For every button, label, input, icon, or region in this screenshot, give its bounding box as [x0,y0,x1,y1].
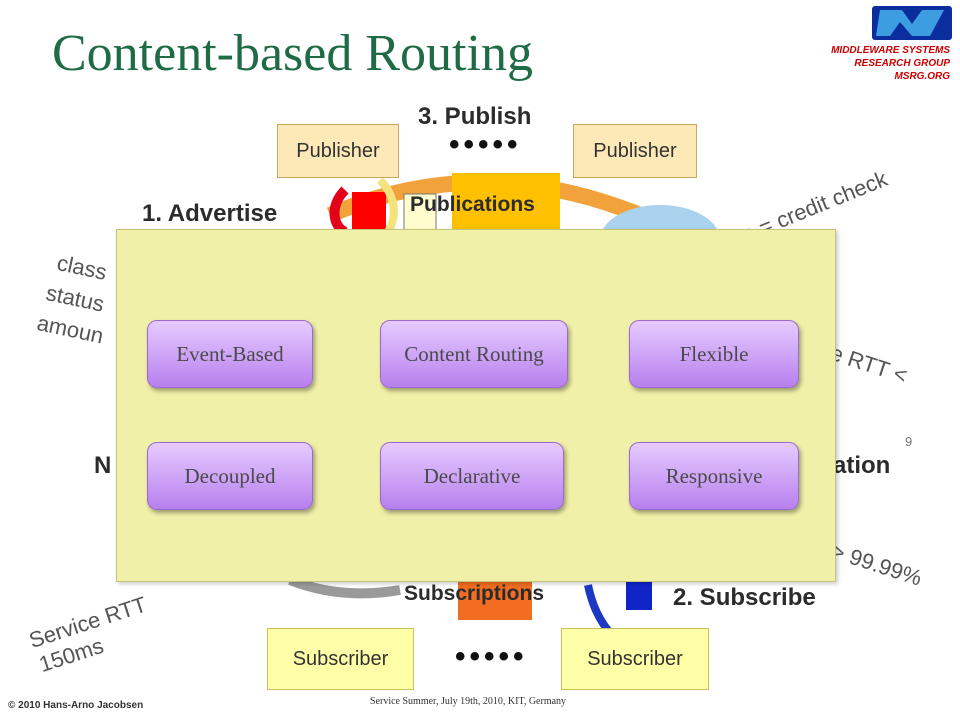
feature-responsive: Responsive [629,442,799,510]
msrg-logo-shape [876,10,944,36]
partial-text-ation: ation [833,452,891,479]
publisher-box-left: Publisher [277,124,399,178]
footer-event: Service Summer, July 19th, 2010, KIT, Ge… [370,696,567,707]
subscriber-dots: ••••• [455,640,528,673]
logo-line-2: RESEARCH GROUP [854,58,950,69]
feature-declarative: Declarative [380,442,564,510]
subscriber-box-left: Subscriber [267,628,414,690]
feature-flexible: Flexible [629,320,799,388]
publications-block [452,173,560,231]
feature-content-routing: Content Routing [380,320,568,388]
advertise-block-yellow [403,193,437,233]
msrg-logo: MIDDLEWARE SYSTEMS RESEARCH GROUP MSRG.O… [831,44,950,83]
publisher-box-right: Publisher [573,124,697,178]
partial-text-n: N [94,452,112,479]
subscriber-box-right: Subscriber [561,628,709,690]
broker-ring-base [288,575,401,599]
page-number: 9 [905,434,913,449]
logo-line-1: MIDDLEWARE SYSTEMS [831,45,950,56]
feature-decoupled: Decoupled [147,442,313,510]
features-overlay-panel: Event-Based Content Routing Flexible Dec… [116,229,836,582]
step-subscribe: 2. Subscribe [673,584,816,611]
subscriptions-label: Subscriptions [404,582,545,605]
advertise-arrow-yellow [377,177,398,235]
subscribe-block-blue [626,578,652,610]
advertise-block-red [352,192,386,232]
logo-line-3: MSRG.ORG [894,71,950,82]
page-title: Content-based Routing [52,25,533,82]
publisher-dots: ••••• [449,128,522,161]
feature-event-based: Event-Based [147,320,313,388]
publications-label: Publications [410,193,535,216]
footer-copyright: © 2010 Hans-Arno Jacobsen [8,700,144,711]
subscriptions-block [458,578,532,620]
step-publish: 3. Publish [418,103,532,130]
step-advertise: 1. Advertise [142,200,278,227]
